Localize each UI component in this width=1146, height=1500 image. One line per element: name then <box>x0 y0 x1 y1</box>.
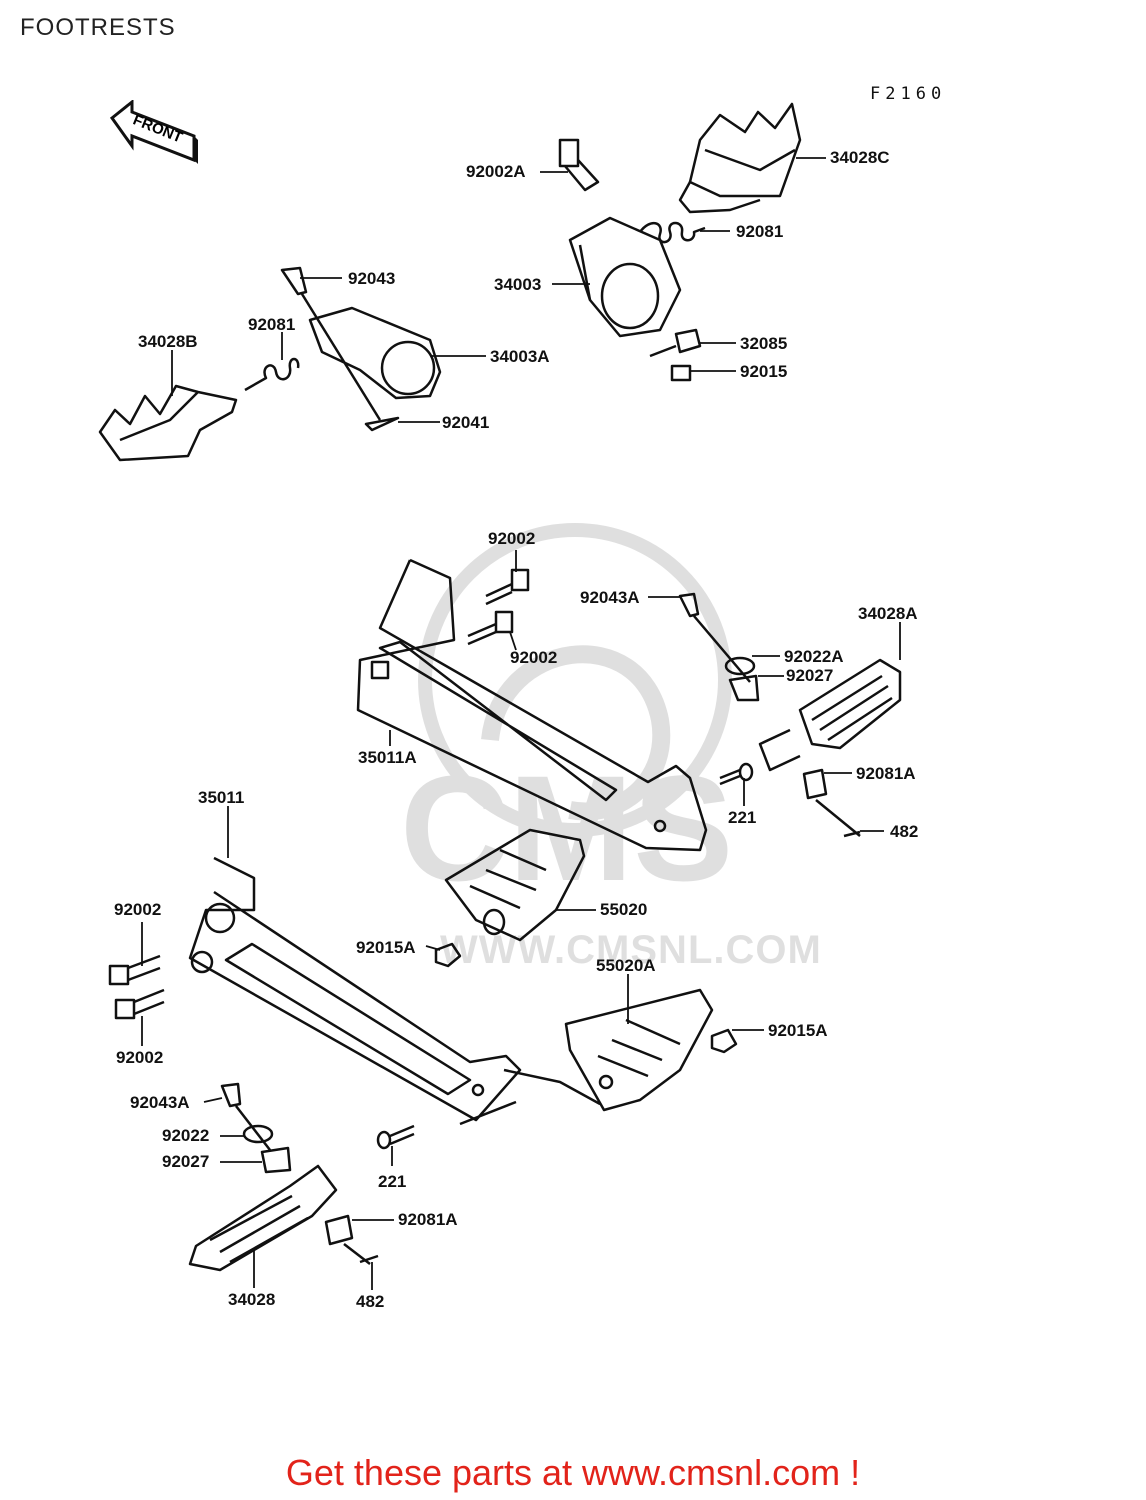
part-label-55020a: 55020A <box>596 956 656 975</box>
cotter-482-lower-icon <box>359 1254 379 1264</box>
part-label-92081a-right: 92081A <box>856 764 916 783</box>
watermark-url: WWW.CMSNL.COM <box>440 928 822 972</box>
part-label-35011: 35011 <box>198 788 245 807</box>
part-label-92015a-mid: 92015A <box>356 938 416 957</box>
cotter-482-right-icon <box>843 830 861 838</box>
spring-92081-top-icon <box>638 221 706 244</box>
part-label-92043a-lower: 92043A <box>130 1093 190 1112</box>
spring-92081-left-icon <box>244 357 300 392</box>
screw-221-right-icon <box>719 762 754 786</box>
footpeg-34028b-icon <box>98 384 238 462</box>
part-label-92043: 92043 <box>348 269 396 288</box>
part-label-34028c: 34028C <box>830 148 890 167</box>
part-label-92002-mid-bottom: 92002 <box>510 648 558 667</box>
bolt-92002-left-2-icon <box>114 988 165 1020</box>
part-label-92081a-lower: 92081A <box>398 1210 458 1229</box>
cotter-pin-92041-icon <box>364 416 400 432</box>
spring-92081a-lower-icon <box>324 1214 371 1265</box>
part-label-34028a: 34028A <box>858 604 918 623</box>
nut-92015a-right-icon <box>710 1028 738 1054</box>
watermark-brand: CMS <box>400 744 733 912</box>
footpeg-34028-icon <box>188 1164 338 1272</box>
part-label-221-lower: 221 <box>378 1172 407 1191</box>
plate-55020-icon <box>444 828 586 942</box>
spring-92081a-right-icon <box>802 768 861 837</box>
part-label-482-right: 482 <box>890 822 919 841</box>
part-label-34028: 34028 <box>228 1290 276 1309</box>
part-label-92041: 92041 <box>442 413 490 432</box>
part-label-92081-left: 92081 <box>248 315 296 334</box>
pin-92043-icon <box>280 266 382 421</box>
part-label-92027-right: 92027 <box>786 666 834 685</box>
part-label-32085: 32085 <box>740 334 788 353</box>
watermark-logo-icon: CMS <box>400 523 733 912</box>
part-label-92027-lower: 92027 <box>162 1152 210 1171</box>
bracket-34003a-icon <box>308 306 442 400</box>
bushing-92027-lower-icon <box>260 1146 292 1174</box>
bracket-35011-icon <box>188 856 601 1126</box>
part-label-482-lower: 482 <box>356 1292 385 1311</box>
part-label-92022: 92022 <box>162 1126 210 1145</box>
part-label-92002-mid-top: 92002 <box>488 529 536 548</box>
part-label-34003a: 34003A <box>490 347 550 366</box>
washer-92022a-icon <box>724 656 756 676</box>
stopper-32085-icon <box>649 328 702 358</box>
plate-55020a-icon <box>564 988 714 1112</box>
part-label-92002a: 92002A <box>466 162 526 181</box>
part-label-92015: 92015 <box>740 362 788 381</box>
nut-92015-top-icon <box>670 364 692 382</box>
nut-92015a-mid-icon <box>434 942 462 968</box>
bolt-92002-left-1-icon <box>108 954 161 986</box>
part-label-34028b: 34028B <box>138 332 198 351</box>
screw-221-lower-icon <box>376 1124 415 1150</box>
part-label-92002-left-top: 92002 <box>114 900 162 919</box>
footpeg-34028c-icon <box>678 102 802 214</box>
front-arrow-icon: FRONT <box>109 100 198 164</box>
bushing-92027-right-icon <box>728 674 760 702</box>
part-label-92002-left-bottom: 92002 <box>116 1048 164 1067</box>
pin-92043a-lower-icon <box>220 1082 271 1151</box>
bolt-92002-mid-2-icon <box>467 610 514 646</box>
bracket-34003-icon <box>568 216 682 338</box>
part-label-92081-top: 92081 <box>736 222 784 241</box>
part-label-92043a-right: 92043A <box>580 588 640 607</box>
leader-lines <box>141 157 901 1290</box>
part-label-55020: 55020 <box>600 900 648 919</box>
washer-92022-icon <box>242 1124 274 1144</box>
part-label-221-right: 221 <box>728 808 757 827</box>
bracket-35011a-icon <box>356 558 708 852</box>
bolt-92002-mid-1-icon <box>485 568 530 606</box>
part-label-92015a-right: 92015A <box>768 1021 828 1040</box>
part-label-34003: 34003 <box>494 275 542 294</box>
shop-link[interactable]: Get these parts at www.cmsnl.com ! <box>285 1452 861 1493</box>
footpeg-34028a-icon <box>758 658 902 772</box>
pin-92043a-right-icon <box>678 592 751 683</box>
figure-code: F2160 <box>870 84 947 104</box>
part-label-35011a: 35011A <box>358 748 417 767</box>
page-title: FOOTRESTS <box>20 14 176 41</box>
bolt-92002a-icon <box>558 138 600 192</box>
part-label-92022a: 92022A <box>784 647 844 666</box>
